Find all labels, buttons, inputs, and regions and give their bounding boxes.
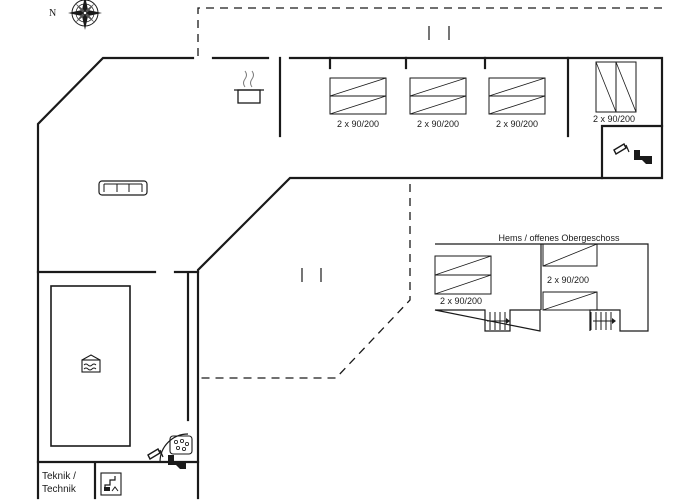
bed-2-label: 2 x 90/200 [417,119,459,129]
loft-bed-1-icon [434,255,492,295]
bed-1-icon [329,77,387,115]
cooking-pot-icon [234,70,264,104]
bed-2-icon [409,77,467,115]
bed-3-icon [488,77,546,115]
bed-3-label: 2 x 90/200 [496,119,538,129]
bed-4-label: 2 x 90/200 [593,114,635,124]
loft-bed-2-icon [542,243,598,267]
sofa-icon [98,180,148,196]
shower-toilet-icon [147,448,186,469]
interior-walls [36,56,664,500]
loft-bed-1-label: 2 x 90/200 [440,296,482,306]
bed-4-icon [595,61,637,113]
loft-bed-2-label: 2 x 90/200 [547,275,589,285]
loft-title: Hems / offenes Obergeschoss [499,233,620,243]
technik-label-line2: Technik [42,484,77,495]
exterior-wall [36,56,664,500]
terrace-top-outline [197,7,662,56]
sauna-icon [100,472,122,496]
spa-bath-icon [169,435,193,455]
compass-rose-icon [68,0,102,30]
stairs-icon [590,312,616,330]
shower-toilet-icon [613,143,652,164]
north-label: N [49,8,56,19]
stairs-icon [484,312,510,330]
technik-label-line1: Teknik / [42,471,76,482]
pool-outline [50,285,131,447]
loft-bed-3-icon [542,291,598,311]
terrace-top-marks [428,26,450,40]
pool-icon [81,354,101,373]
terrace-lower-outline [198,184,411,379]
terrace-lower-marks [301,268,322,282]
bed-1-label: 2 x 90/200 [337,119,379,129]
door-swing [159,433,189,463]
